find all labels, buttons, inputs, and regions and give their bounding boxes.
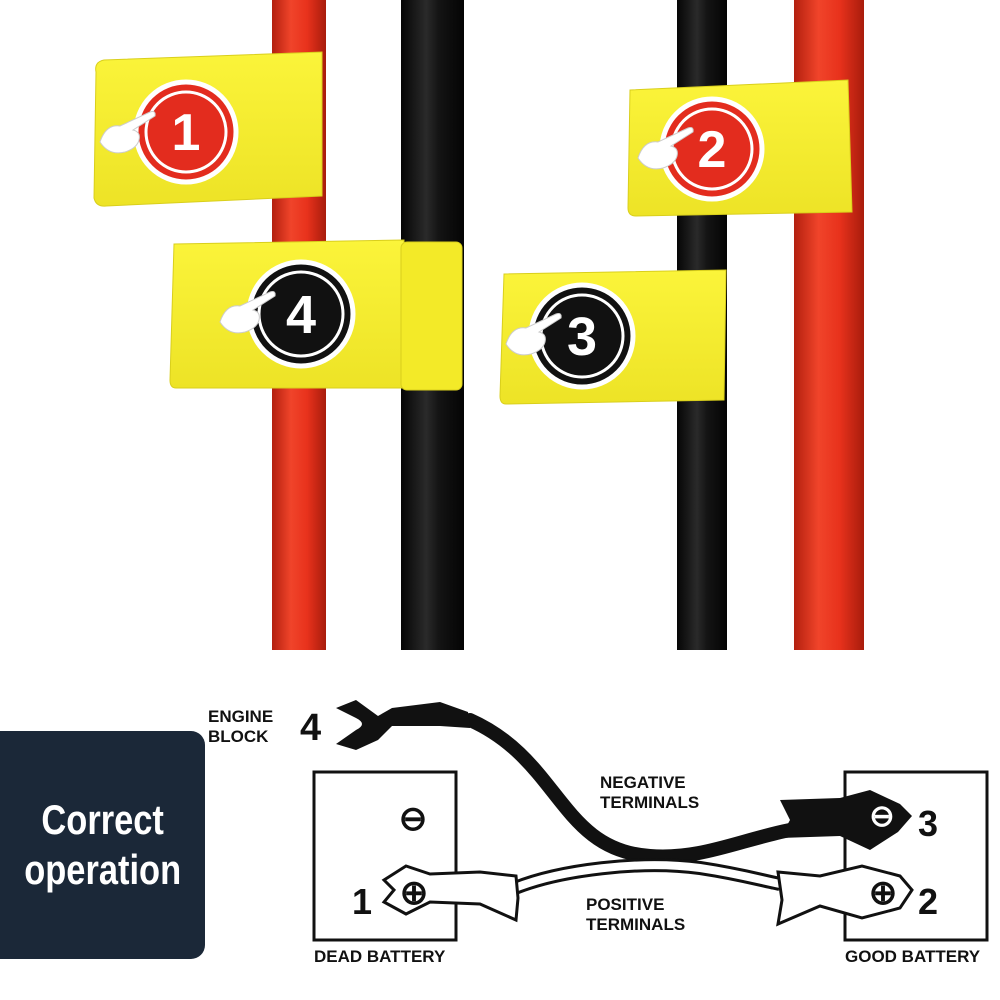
badge-label: Correct operation	[24, 796, 181, 893]
dead-positive-clamp	[381, 864, 520, 923]
positive-cable	[512, 858, 782, 895]
pointing-hand-icon	[505, 313, 562, 356]
tag-1: 1	[93, 51, 323, 207]
tag-2-number: 2	[698, 121, 727, 179]
positive-terminals-label: POSITIVE TERMINALS	[586, 895, 685, 934]
tag-4: 4	[169, 239, 463, 391]
dead-battery-plus-icon: ⊕	[400, 874, 429, 912]
tag-2: 2	[627, 79, 853, 217]
good-battery-box	[843, 770, 989, 942]
dead-battery-box	[312, 770, 458, 942]
tag-1-number: 1	[172, 104, 201, 162]
engine-block-clamp	[336, 700, 470, 750]
negative-cable	[463, 713, 797, 864]
dead-battery-label: DEAD BATTERY	[314, 947, 446, 966]
good-positive-clamp	[776, 864, 914, 927]
pointing-hand-icon	[219, 291, 276, 334]
jumper-cable-photo: 1 2 4 3	[93, 0, 864, 650]
engine-block-label: ENGINE BLOCK	[208, 707, 278, 746]
correct-operation-badge: Correct operation	[0, 731, 205, 959]
tag-4-number: 4	[286, 285, 316, 345]
step-1-number: 1	[352, 881, 372, 922]
dead-battery-minus-icon: ⊖	[399, 800, 428, 838]
step-2-number: 2	[918, 881, 938, 922]
negative-terminals-label: NEGATIVE TERMINALS	[600, 773, 699, 812]
step-3-number: 3	[918, 803, 938, 844]
tag-3-number: 3	[567, 307, 597, 367]
pointing-hand-icon	[637, 127, 694, 170]
good-battery-plus-icon: ⊕	[869, 874, 898, 912]
step-4-number: 4	[300, 707, 321, 749]
tag-3: 3	[499, 269, 727, 405]
pointing-hand-icon	[99, 111, 156, 154]
good-battery-label: GOOD BATTERY	[845, 947, 981, 966]
good-negative-clamp	[780, 790, 912, 850]
good-battery-minus-icon: ⊖	[869, 800, 894, 833]
